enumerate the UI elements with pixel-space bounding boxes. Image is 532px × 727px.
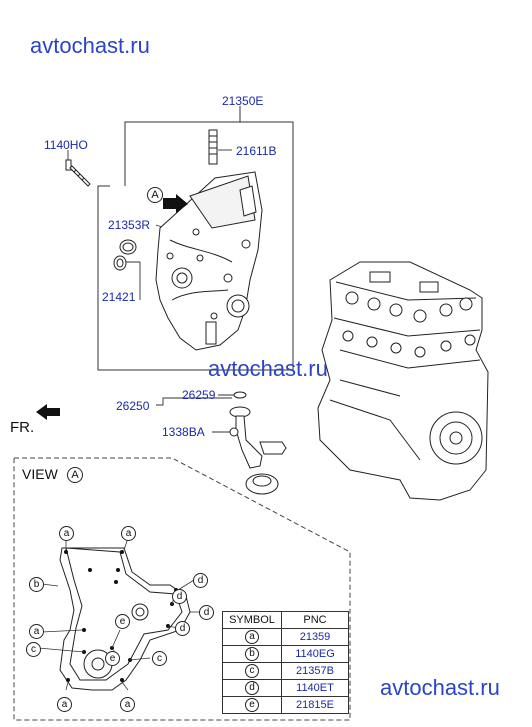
callout-e: e [105, 651, 120, 666]
callout-d: d [175, 621, 190, 636]
pnc-column-header: PNC [281, 611, 349, 629]
oil-seal-drawings [113, 239, 137, 271]
symbol-column-header: SYMBOL [222, 611, 282, 629]
pnc-label-stud: 21611B [236, 144, 277, 158]
pnc-cell: 21357B [281, 662, 349, 680]
pnc-label-cover-assy: 21350E [222, 94, 264, 108]
table-row: c 21357B [222, 662, 349, 680]
callout-e: e [115, 614, 130, 629]
symbol-cell: d [245, 681, 259, 695]
view-a-marker: A [147, 187, 163, 203]
table-row: e 21815E [222, 696, 349, 714]
callout-a: a [121, 526, 136, 541]
view-a-bolt-dots [64, 550, 178, 682]
pnc-label-strainer-bolt: 1338BA [162, 425, 205, 439]
pnc-label-gasket: 26259 [182, 388, 216, 402]
stud-drawing [208, 129, 218, 165]
watermark-middle: avtochast.ru [208, 356, 328, 381]
pnc-cell: 1140ET [281, 679, 349, 697]
callout-b: b [29, 577, 44, 592]
view-arrow [163, 194, 188, 213]
timing-cover-drawing [155, 171, 263, 351]
table-header-row: SYMBOL PNC [222, 611, 349, 629]
assembly-frame [97, 106, 294, 371]
table-row: d 1140ET [222, 679, 349, 697]
callout-d: d [172, 589, 187, 604]
symbol-cell: a [245, 630, 259, 644]
callout-c: c [152, 651, 167, 666]
pnc-label-seal-lower: 21421 [102, 290, 136, 304]
table-row: b 1140EG [222, 645, 349, 663]
callout-a: a [29, 624, 44, 639]
pnc-label-bolt: 1140HO [44, 138, 88, 152]
callout-c: c [26, 642, 41, 657]
pnc-cell: 21359 [281, 628, 349, 646]
callout-d: d [193, 573, 208, 588]
symbol-pnc-table: SYMBOL PNC a 21359 b 1140EG c 21357B d 1… [222, 611, 349, 714]
view-title: VIEW [22, 466, 58, 482]
pnc-label-strainer-assy: 26250 [116, 399, 150, 413]
pnc-label-seal-upper: 21353R [108, 218, 151, 232]
callout-a: a [57, 697, 72, 712]
oil-strainer-drawing [229, 391, 287, 495]
callout-a: a [120, 697, 135, 712]
symbol-cell: b [245, 647, 259, 661]
callout-d: d [199, 605, 214, 620]
symbol-cell: c [245, 664, 259, 678]
watermark-bottom: avtochast.ru [380, 675, 500, 700]
pnc-cell: 1140EG [281, 645, 349, 663]
front-label: FR. [10, 419, 35, 436]
table-row: a 21359 [222, 628, 349, 646]
pnc-cell: 21815E [281, 696, 349, 714]
engine-block-drawing [317, 261, 489, 501]
view-a-frame [13, 457, 351, 721]
view-title-marker: A [67, 467, 83, 483]
callout-a: a [59, 526, 74, 541]
bolt-drawing [65, 159, 91, 187]
symbol-cell: e [245, 698, 259, 712]
front-arrow [36, 404, 60, 420]
watermark-top: avtochast.ru [30, 33, 150, 58]
